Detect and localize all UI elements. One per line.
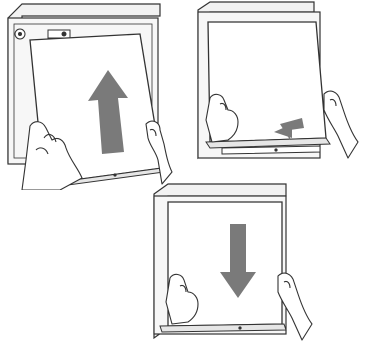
left-hand-icon [165,273,199,325]
right-hand-icon [145,120,173,185]
right-hand-icon [323,90,359,159]
step-2-illustration [192,0,365,170]
step-3-illustration [150,180,315,343]
step-2-svg [197,1,359,160]
step-3-svg [153,183,313,341]
step-1-svg [7,3,173,190]
down-arrow-icon [220,224,256,298]
up-arrow-icon [88,70,128,154]
step-1-illustration [0,0,185,190]
left-hand-icon [205,93,239,143]
bottom-rail [159,323,287,333]
bottom-rail [205,137,331,155]
left-hand-icon [21,121,83,190]
mounting-screw-left-icon [14,28,26,40]
right-hand-icon [277,272,313,341]
mounting-bracket-icon [47,29,71,39]
